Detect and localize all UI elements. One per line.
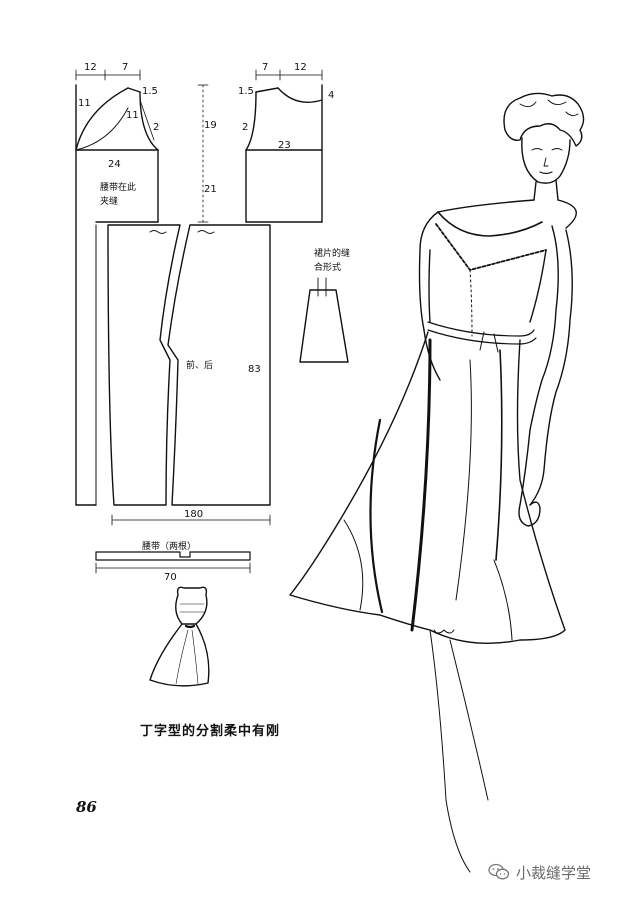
page-number: 86 [76, 798, 97, 816]
front-shoulder-drop-right-dim: 4 [328, 90, 334, 101]
center-lower-dim: 21 [204, 184, 217, 195]
watermark-text: 小裁缝学堂 [516, 863, 592, 882]
back-side-dim: 2 [153, 122, 159, 133]
front-side-dim: 2 [242, 122, 248, 133]
back-bodice-piece [75, 69, 159, 506]
center-upper-dim: 19 [204, 120, 217, 131]
belt-label: 腰带（两根） [142, 540, 196, 552]
skirt-right-piece [167, 224, 271, 506]
fashion-figure-illustration [289, 92, 585, 873]
front-width-dim: 23 [278, 140, 291, 151]
seam-form-note-line1: 裙片的缝 [314, 247, 350, 259]
chat-bubbles-icon [488, 863, 510, 880]
skirt-width-dim: 180 [184, 509, 203, 520]
figure-caption: 丁字型的分割柔中有刚 [140, 724, 281, 739]
center-measure [197, 84, 209, 223]
back-neck-side-dim: 11 [126, 110, 139, 121]
front-bodice-piece [245, 69, 323, 223]
front-top-right-dim: 12 [294, 62, 307, 73]
front-shoulder-drop-left-dim: 1.5 [238, 86, 254, 97]
belt-length-dim: 70 [164, 572, 177, 583]
belt-sew-note: 腰带在此 夹缝 [100, 181, 139, 207]
watermark: 小裁缝学堂 [488, 860, 591, 884]
back-armhole-dim: 11 [78, 98, 91, 109]
belt-sew-note-line2: 夹缝 [100, 195, 118, 207]
seam-form-note: 裙片的缝 合形式 [314, 247, 353, 273]
back-width-dim: 24 [108, 159, 121, 170]
back-top-left-dim: 12 [84, 62, 97, 73]
back-top-right-dim: 7 [122, 62, 128, 73]
skirt-width-dimension [111, 514, 271, 526]
skirt-left-piece [107, 224, 181, 506]
skirt-label: 前、后 [186, 359, 213, 371]
belt-sew-note-line1: 腰带在此 [100, 181, 136, 193]
belt-piece [95, 551, 251, 574]
front-top-left-dim: 7 [262, 62, 268, 73]
seam-form-note-line2: 合形式 [314, 261, 341, 273]
back-shoulder-drop-dim: 1.5 [142, 86, 158, 97]
skirt-seam-sketch [299, 277, 349, 363]
skirt-length-dim: 83 [248, 364, 261, 375]
mini-dress-sketch [149, 586, 210, 687]
dimension-labels: 12 7 11 11 1.5 2 24 腰带在此 夹缝 19 21 7 12 1… [78, 62, 353, 583]
